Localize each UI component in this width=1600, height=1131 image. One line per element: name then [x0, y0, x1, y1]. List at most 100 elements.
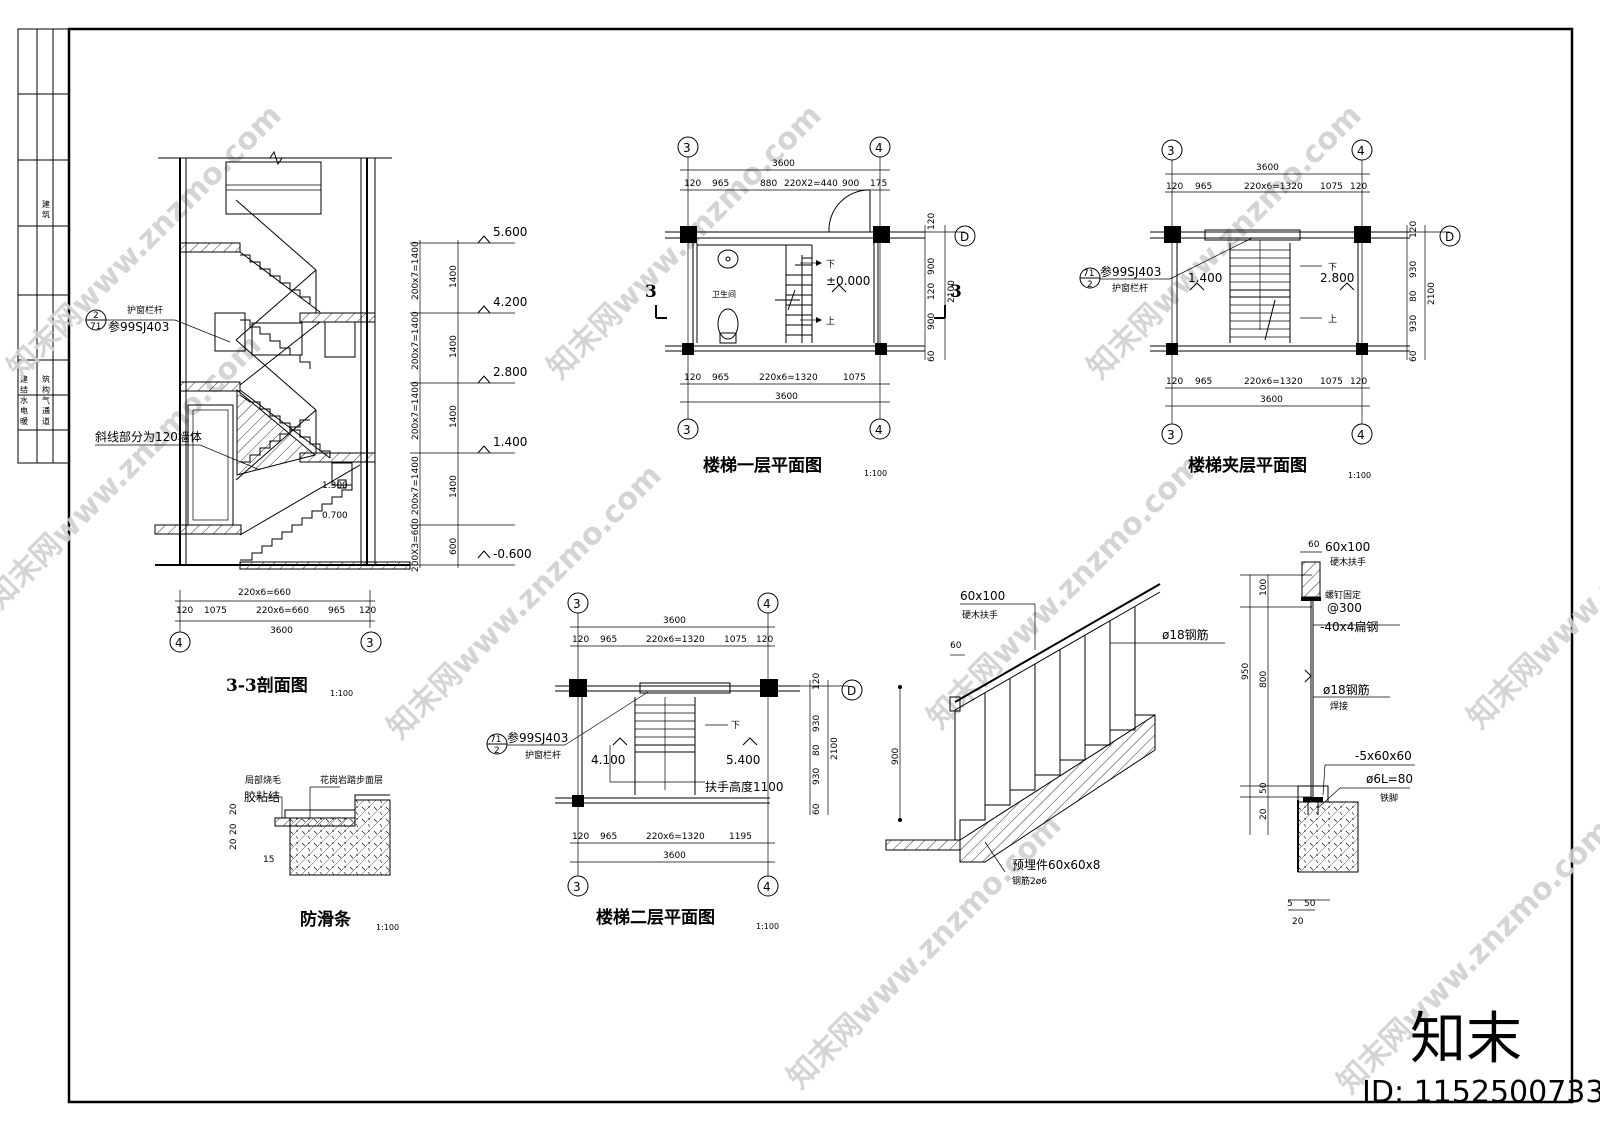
dim: 900 [927, 258, 937, 275]
floor-elev: 4.100 [591, 753, 625, 767]
dim: 120 [1166, 182, 1183, 192]
cut-label: 3 [645, 282, 657, 302]
elev-5600: 5.600 [493, 225, 527, 239]
dim: 80 [812, 744, 822, 756]
axis-label: 3 [573, 597, 581, 611]
cut-label: 3 [950, 282, 962, 302]
axis-label: 3 [1167, 144, 1175, 158]
bdim: 120 [359, 606, 376, 616]
axis-label: D [1445, 230, 1454, 244]
dim-200x7: 200x7=1400 [411, 381, 421, 440]
dim: 880 [760, 179, 777, 189]
scale: 1:100 [376, 923, 399, 932]
stair-dir: 上 [826, 316, 835, 327]
dim-200x7: 200x7=1400 [411, 456, 421, 515]
dim: 930 [812, 715, 822, 732]
section-3-3: 5.600 4.200 2.800 1.400 -0.600 1400 1400… [85, 150, 532, 698]
axis-label: 4 [875, 141, 883, 155]
note: 铁脚 [1380, 792, 1398, 804]
room-label: 卫生间 [712, 289, 736, 299]
plan-title: 楼梯夹层平面图 [1188, 455, 1307, 476]
elev-m0600: -0.600 [493, 547, 532, 561]
note: 局部烧毛 [245, 774, 281, 786]
title-strip [17, 28, 70, 464]
scale: 1:100 [756, 922, 779, 931]
rail-note: 护窗栏杆 [525, 749, 561, 761]
handrail-height: 扶手高度1100 [705, 779, 784, 794]
floor-elev: 2.800 [1320, 271, 1354, 285]
dim: 120 [684, 373, 701, 383]
dim: 965 [600, 635, 617, 645]
watermark-id: ID: 1152500733 [1362, 1075, 1600, 1110]
dim: 1075 [724, 635, 747, 645]
dim: 220x6=1320 [759, 373, 818, 383]
axis-label: 4 [875, 423, 883, 437]
stair-dir: 下 [1328, 263, 1337, 273]
dim: 175 [870, 179, 887, 189]
embed-spec: 钢筋2ø6 [1012, 875, 1047, 887]
detail-title: 防滑条 [300, 909, 352, 930]
dim: 220x6=1320 [1244, 182, 1303, 192]
plan-title: 楼梯二层平面图 [596, 907, 715, 928]
elev-1400: 1.400 [493, 435, 527, 449]
note: @300 [1327, 601, 1362, 615]
axis-label: 3 [683, 423, 691, 437]
dim: 2100 [830, 737, 840, 760]
win-elev: 1.300 [322, 481, 348, 491]
dim-1400: 1400 [449, 475, 459, 498]
dim: 20 [1259, 808, 1269, 820]
dim: 1195 [729, 832, 752, 842]
axis-label: D [960, 230, 969, 244]
dim: 20 [229, 803, 239, 815]
dim: 5 [1287, 899, 1293, 909]
bdim: 3600 [270, 626, 293, 636]
dim-200x7: 200x7=1400 [411, 311, 421, 370]
bar-spec: ø18钢筋 [1323, 682, 1370, 697]
watermark-text: 知末网www.znzmo.com [381, 458, 669, 746]
dim: 1075 [1320, 182, 1343, 192]
axis-label: 3 [683, 141, 691, 155]
dim: 120 [1350, 182, 1367, 192]
dim: 220x6=1320 [1244, 377, 1303, 387]
dim: 120 [1350, 377, 1367, 387]
dim: 120 [927, 283, 937, 300]
ref-num: 2 [1087, 280, 1093, 290]
dim-200x3: 200X3=600 [411, 518, 421, 572]
axis-bubble [360, 631, 382, 653]
note: 胶粘结 [244, 789, 280, 804]
dim: 50 [1304, 899, 1316, 909]
rail-note: 护窗栏杆 [127, 304, 163, 316]
dim: 60 [1409, 350, 1419, 362]
ref-code: 参99SJ403 [507, 730, 568, 745]
bdim: 965 [328, 606, 345, 616]
bar-spec: ø18钢筋 [1162, 627, 1209, 642]
dim: 50 [1259, 782, 1269, 794]
ref-num: 2 [494, 746, 500, 756]
dim: 930 [1409, 261, 1419, 278]
dim: 120 [756, 635, 773, 645]
ref-code: 参99SJ403 [1100, 264, 1161, 279]
dim-600: 600 [449, 538, 459, 555]
dim: 3600 [663, 851, 686, 861]
dim: 120 [1409, 221, 1419, 238]
hatch-note: 斜线部分为120墙体 [95, 429, 202, 444]
note: 花岗岩踏步面层 [320, 774, 383, 786]
dim: 60 [1308, 540, 1320, 550]
dim: 965 [712, 373, 729, 383]
dim: 100 [1259, 579, 1269, 596]
dim: 20 [229, 823, 239, 835]
dim: 2100 [947, 280, 957, 303]
dim: 950 [1241, 663, 1251, 680]
watermark-text: 知末网www.znzmo.com [1081, 98, 1369, 386]
floor-elev: 1.400 [1188, 271, 1222, 285]
dim: 930 [1409, 315, 1419, 332]
dim: 3600 [772, 159, 795, 169]
axis-label: D [847, 684, 856, 698]
railing-detail: 100 800 950 50 20 60 60x100 硬木扶手 螺钉固定 @3… [1240, 540, 1415, 927]
dim: 120 [927, 213, 937, 230]
dim: 900 [891, 748, 901, 765]
note: 螺钉固定 [1325, 589, 1361, 601]
dim: 120 [1166, 377, 1183, 387]
dim: 120 [812, 673, 822, 690]
